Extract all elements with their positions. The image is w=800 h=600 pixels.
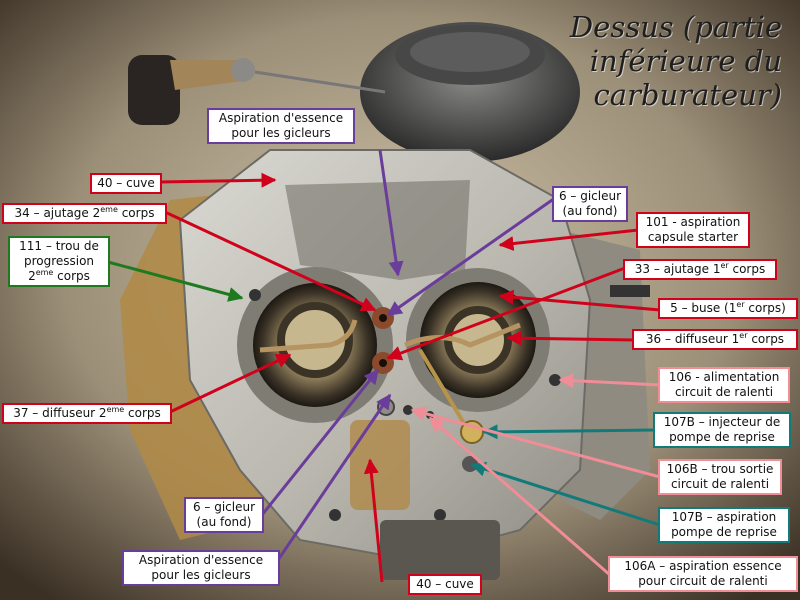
label-ajutage2: 34 – ajutage 2eme corps xyxy=(2,203,167,224)
label-aspiration101: 101 - aspiration capsule starter xyxy=(636,212,750,248)
label-alim106: 106 - alimentation circuit de ralenti xyxy=(658,367,790,403)
label-aspiration-bottom: Aspiration d'essence pour les gicleurs xyxy=(122,550,280,586)
jet-bottom-hole xyxy=(379,359,387,367)
label-aspiration106a: 106A – aspiration essence pour circuit d… xyxy=(608,556,798,592)
label-injecteur107b-top: 107B – injecteur de pompe de reprise xyxy=(653,412,791,448)
pump-injector xyxy=(460,420,484,444)
label-gicleur-top: 6 – gicleur (au fond) xyxy=(552,186,628,222)
float-bowl-recess xyxy=(285,180,470,280)
lever-pivot xyxy=(231,58,255,82)
label-aspiration-top: Aspiration d'essence pour les gicleurs xyxy=(207,108,355,144)
label-aspiration107b: 107B – aspiration pompe de reprise xyxy=(658,507,790,543)
title-line-2: inférieure du xyxy=(589,44,782,78)
jet-top-hole xyxy=(379,314,387,322)
label-cuve-bottom: 40 – cuve xyxy=(408,574,482,595)
bolt-hole-1 xyxy=(249,289,261,301)
pulley-hub xyxy=(410,32,530,72)
bolt-hole-2 xyxy=(549,374,561,386)
lever-arm xyxy=(170,60,250,90)
lever-rod xyxy=(254,70,386,94)
lower-housing xyxy=(380,520,500,580)
bolt-hole-3 xyxy=(434,509,446,521)
label-diffuseur2: 37 – diffuseur 2eme corps xyxy=(2,403,172,424)
label-trou111: 111 – trou de progression 2eme corps xyxy=(8,236,110,287)
screw-hole xyxy=(377,398,395,416)
title-line-3: carburateur) xyxy=(593,78,782,112)
brass-bottom xyxy=(350,420,410,510)
label-trou106b: 106B – trou sortie circuit de ralenti xyxy=(658,459,782,495)
tube-2 xyxy=(259,319,358,353)
label-ajutage1: 33 – ajutage 1er corps xyxy=(623,259,777,280)
bolt-hole-4 xyxy=(329,509,341,521)
right-lever xyxy=(610,285,650,297)
title-line-1: Dessus (partie xyxy=(569,10,782,44)
small-hole-c xyxy=(462,456,478,472)
label-gicleur-bottom: 6 – gicleur (au fond) xyxy=(184,497,264,533)
small-hole-a xyxy=(403,405,413,415)
label-buse: 5 – buse (1er corps) xyxy=(658,298,798,319)
label-cuve-top: 40 – cuve xyxy=(90,173,162,194)
small-hole-b xyxy=(426,411,434,419)
label-diffuseur1: 36 – diffuseur 1er corps xyxy=(632,329,798,350)
rubber-stop xyxy=(128,55,180,125)
diagram-title: Dessus (partie inférieure du carburateur… xyxy=(532,10,782,112)
